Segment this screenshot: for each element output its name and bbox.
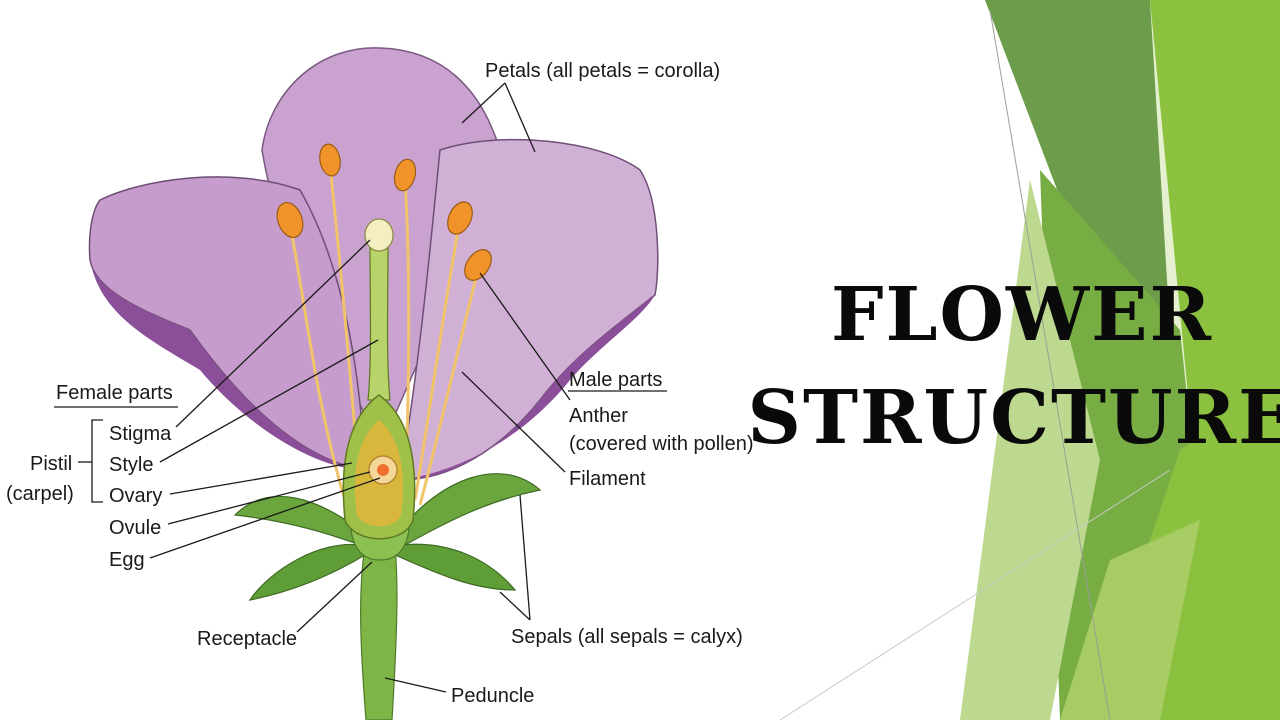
anthers [276,143,492,281]
label-pistil: Pistil [30,453,72,475]
label-style: Style [109,454,153,476]
label-ovary: Ovary [109,485,162,507]
sepal-left [233,495,361,546]
label-peduncle: Peduncle [451,685,534,707]
bg-line-1 [989,9,1111,720]
label-filament: Filament [569,468,646,490]
flower-illustration [88,47,659,720]
bg-shape-mid [1150,0,1280,520]
slide-title: FLOWER STRUCTURE [748,272,1280,461]
anther-4 [447,201,473,235]
bg-shape-light [960,180,1100,720]
label-stigma: Stigma [109,423,172,445]
sepal-right [399,473,542,546]
label-carpel: (carpel) [6,483,74,505]
label-receptacle: Receptacle [197,628,297,650]
egg-shape [377,464,389,476]
title-line-1: FLOWER [831,272,1213,358]
bg-line-2 [779,469,1171,720]
sepal-left-lower [248,543,366,601]
peduncle-stem [360,544,398,720]
label-petals: Petals (all petals = corolla) [485,60,720,82]
label-female-parts: Female parts [56,382,173,404]
anther-5 [464,249,492,281]
anther-2 [319,143,341,177]
diagram-labels: Petals (all petals = corolla) Female par… [6,60,754,707]
label-anther: Anther [569,405,628,427]
leader-lines [54,82,667,693]
title-line-2: STRUCTURE [748,375,1280,461]
sepal-right-lower [394,543,517,591]
style-shape [367,244,391,401]
anther-1 [276,201,304,239]
anther-3 [393,158,417,192]
bg-shape-dark-top [985,0,1170,330]
label-sepals: Sepals (all sepals = calyx) [511,626,743,648]
stigma-shape [364,218,394,252]
label-anther-note: (covered with pollen) [569,433,754,455]
label-egg: Egg [109,549,145,571]
label-male-parts: Male parts [569,369,662,391]
background-decoration [779,0,1280,720]
bg-shape-bottom-2 [1060,520,1200,720]
label-ovule: Ovule [109,517,161,539]
